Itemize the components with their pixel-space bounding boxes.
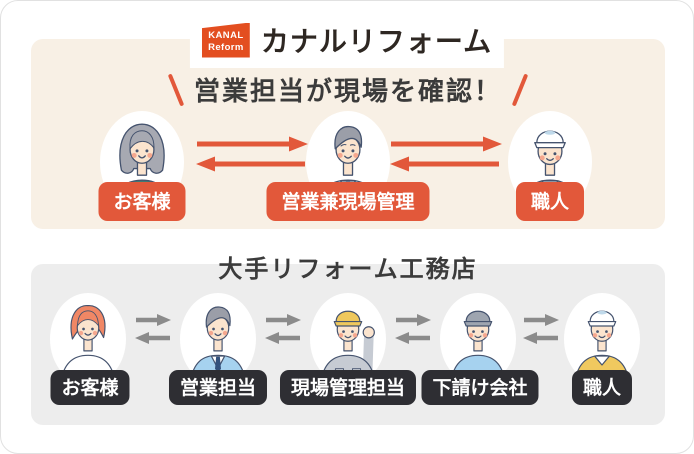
role-tag-sales: 営業担当 bbox=[168, 370, 268, 405]
kanal-flow-headline-row: 営業担当が現場を確認！ bbox=[31, 71, 665, 108]
major-flow-headline: 大手リフォーム工務店 bbox=[218, 256, 478, 283]
emphasis-slash-right bbox=[511, 72, 529, 107]
kanal-flow-headline: 営業担当が現場を確認！ bbox=[193, 76, 502, 106]
two-way-arrow-gray bbox=[395, 314, 431, 344]
subcontractor-avatar bbox=[440, 293, 516, 385]
role-tag-site-manager: 現場管理担当 bbox=[279, 370, 417, 405]
badge-line2: Reform bbox=[208, 41, 244, 53]
kanal-reform-badge: KANAL Reform bbox=[201, 22, 250, 58]
two-way-arrow-gray bbox=[523, 314, 559, 344]
role-tag-customer: お客様 bbox=[98, 182, 186, 221]
role-tag-sales-site-manager: 営業兼現場管理 bbox=[266, 182, 430, 221]
role-tag-customer: お客様 bbox=[50, 370, 130, 405]
role-tag-subcontractor: 下請け会社 bbox=[421, 370, 539, 405]
brand-name: カナルリフォーム bbox=[260, 26, 493, 57]
two-way-arrow-gray bbox=[265, 314, 301, 344]
role-tag-craftsman: 職人 bbox=[571, 370, 633, 405]
two-way-arrow-orange bbox=[390, 136, 502, 172]
kanal-reform-logo: KANAL Reform カナルリフォーム bbox=[189, 15, 505, 68]
badge-line1: KANAL bbox=[208, 30, 244, 42]
emphasis-slash-left bbox=[167, 72, 185, 107]
two-way-arrow-gray bbox=[135, 314, 171, 344]
role-tag-craftsman: 職人 bbox=[515, 182, 585, 221]
two-way-arrow-orange bbox=[196, 136, 308, 172]
